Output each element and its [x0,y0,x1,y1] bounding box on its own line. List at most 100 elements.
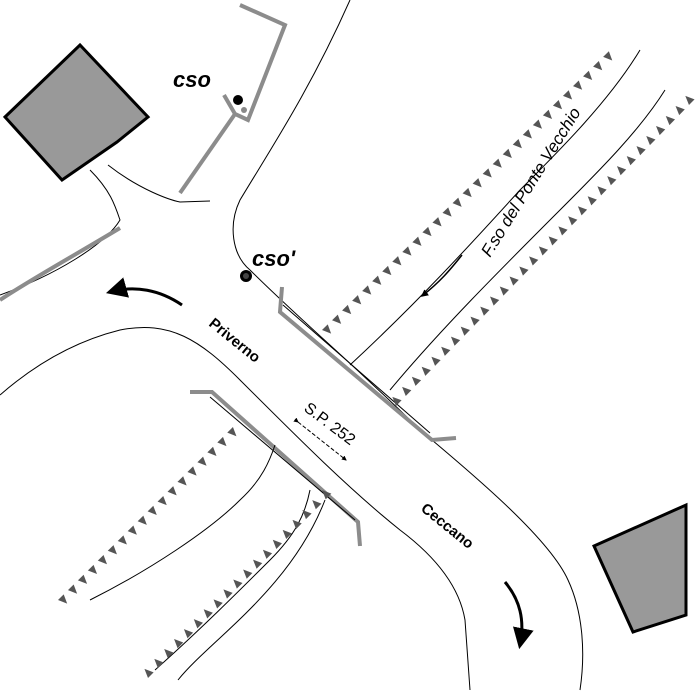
bridge-wall-upper [277,286,457,443]
hatch-triangle [462,187,472,198]
hatch-triangle [519,266,529,276]
hatch-triangle [442,207,452,217]
hatch-triangle [217,436,227,447]
hatch-triangle [362,285,372,295]
hatch-triangle [685,95,695,106]
hatch-triangle [441,346,451,356]
hatch-triangle [558,226,568,236]
hatch-triangle [616,166,627,176]
hatch-triangle [675,105,685,116]
hatch-triangle [492,158,502,168]
road-direction-arrow [293,417,347,461]
hatch-triangle [502,148,512,159]
hatch-triangle [233,579,243,589]
hatch-triangle [593,60,603,71]
bridge-wall-lower [190,390,362,547]
hatch-triangle [538,246,549,256]
hatch-triangle [587,196,597,206]
hatch-triangle [482,168,492,178]
hatch-triangle [223,589,233,599]
hatch-triangle [322,324,332,334]
hatch-triangle [213,599,223,609]
hatch-triangle [243,569,253,579]
hatch-triangle [573,80,583,90]
arrow-to-priverno [105,277,183,307]
hatch-triangle [164,648,174,659]
hatch-triangle [402,386,412,396]
bank-hatching [58,51,695,678]
hatch-triangle [322,490,332,500]
hatch-triangle [332,314,342,324]
hatch-triangle [499,286,510,296]
walls [0,3,457,547]
hatch-triangle [452,197,462,207]
hatch-triangle [548,236,558,246]
hatch-triangle [656,126,666,136]
hatch-triangle [227,427,237,437]
building-southeast [592,502,688,634]
stream-banks [89,49,666,671]
hatch-triangle [144,668,154,678]
hatch-triangle [97,555,107,565]
hatch-triangle [154,658,164,669]
wall-north-lower [178,112,237,195]
hatch-triangle [253,559,263,569]
hatch-triangle [522,129,532,139]
hatch-triangle [532,119,542,129]
hatch-triangle [509,276,519,286]
hatch-triangle [552,100,563,110]
hatch-triangle [489,296,500,306]
arrow-to-ceccano [503,581,534,650]
hatch-triangle [607,176,617,186]
bridge-edges [209,304,431,521]
hatch-triangle [597,186,607,196]
hatch-triangle [460,326,470,336]
wall-north [222,3,288,123]
hatch-triangle [203,609,213,619]
hatch-triangle [392,256,402,266]
label-road: S.P. 252 [301,400,359,449]
hatch-triangle [512,139,522,149]
hatch-triangle [421,366,431,376]
hatch-triangle [107,545,117,555]
hatch-triangle [197,456,207,466]
label-ceccano: Ceccano [417,500,476,553]
label-priverno: Priverno [205,315,263,367]
hatch-triangle [392,396,402,406]
hatch-triangle [187,466,197,476]
hatch-triangle [431,356,441,366]
hatch-triangle [282,529,292,540]
hatch-triangle [402,246,412,256]
road-edges [0,0,584,691]
hatch-triangle [77,574,88,584]
hatch-triangle [626,156,636,166]
hatch-triangle [174,639,184,649]
hatch-triangle [411,376,422,386]
hatch-triangle [342,304,352,315]
hatch-triangle [167,486,177,496]
hatch-triangle [583,70,593,80]
hatch-triangle [157,495,167,506]
hatch-triangle [372,275,382,285]
hatch-triangle [193,619,204,629]
hatch-triangle [302,509,312,520]
hatch-triangle [147,505,157,516]
hatch-triangle [272,539,282,549]
label-cso-prime: cso' [252,246,296,271]
hatch-triangle [562,90,573,100]
hatch-triangle [432,217,442,227]
hatch-triangle [568,216,578,226]
hatch-triangle [207,446,217,456]
hatch-triangle [472,178,482,188]
wall-west [0,226,122,302]
label-stream: F.so del Ponte Vecchio [477,104,584,260]
hatch-triangle [352,295,362,305]
building-northwest [2,42,151,182]
stream-flow-arrow [420,254,463,297]
hatch-triangle [636,146,646,156]
hatch-triangle [450,336,461,346]
hatch-triangle [87,564,98,575]
hatch-triangle [127,525,137,535]
hatch-triangle [262,549,273,559]
